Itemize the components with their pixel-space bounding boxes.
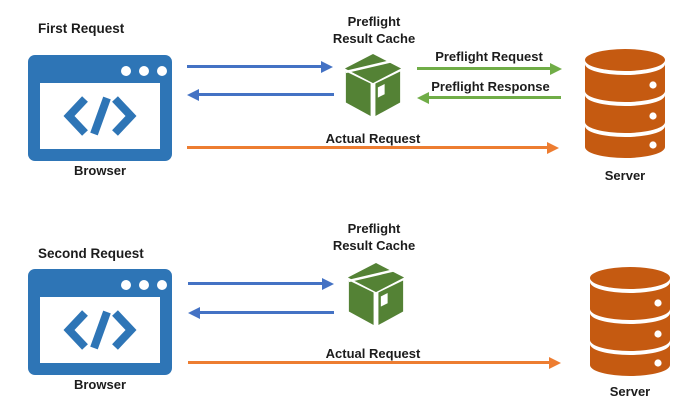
section-title-second: Second Request [38,246,144,261]
cache-to-browser-arrow [187,88,334,101]
package-icon [347,263,405,325]
cache-label: Preflight Result Cache [304,13,444,47]
actual-request-label: Actual Request [325,131,421,146]
preflight-request-arrow [417,62,562,75]
preflight-response-label: Preflight Response [431,79,550,94]
cache-to-browser-arrow [188,306,334,319]
browser-label: Browser [73,377,127,392]
cache-label-line2: Result Cache [332,31,416,46]
actual-request-arrow [188,356,561,369]
database-icon [590,267,670,376]
browser-icon [28,269,172,375]
server-label: Server [609,384,651,399]
server-label: Server [604,168,646,183]
browser-label: Browser [73,163,127,178]
preflight-request-label: Preflight Request [435,49,543,64]
browser-icon [28,55,172,161]
actual-request-label: Actual Request [325,346,421,361]
cache-label: Preflight Result Cache [304,220,444,254]
browser-to-cache-arrow [188,277,334,290]
cache-label-line2: Result Cache [332,238,416,253]
package-icon [344,54,402,116]
preflight-response-arrow [417,91,561,104]
browser-to-cache-arrow [187,60,333,73]
actual-request-arrow [187,141,559,154]
cache-label-line1: Preflight [347,14,401,29]
database-icon [585,49,665,158]
cache-label-line1: Preflight [347,221,401,236]
section-title-first: First Request [38,21,125,36]
